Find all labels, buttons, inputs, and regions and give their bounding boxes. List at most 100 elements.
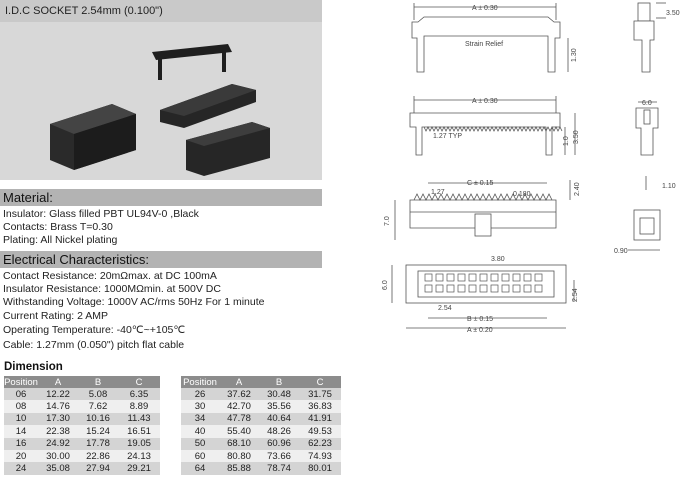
table-cell: 80.80 bbox=[219, 449, 259, 463]
table-cell: 12.22 bbox=[38, 388, 78, 401]
dim-127typ-label: 1.27 TYP bbox=[433, 133, 462, 140]
table-cell: 85.88 bbox=[219, 462, 259, 475]
table-cell: 64 bbox=[181, 462, 219, 475]
table-cell: 36.83 bbox=[299, 400, 341, 413]
electrical-line-cable: Cable: 1.27mm (0.050") pitch flat cable bbox=[3, 339, 185, 351]
table-cell: 20 bbox=[4, 449, 38, 463]
table-cell: 30.48 bbox=[259, 388, 299, 401]
technical-drawing: A ± 0.30 Strain Relief 1.30 3.50 A ± 0.3… bbox=[330, 0, 683, 494]
dim-a-label: A ± 0.30 bbox=[472, 5, 498, 12]
table-cell: 24 bbox=[4, 462, 38, 475]
table-cell: 35.56 bbox=[259, 400, 299, 413]
electrical-line-operating-temperature: Operating Temperature: -40℃~+105℃ bbox=[3, 324, 186, 336]
column-header: C bbox=[118, 376, 160, 388]
column-header: B bbox=[78, 376, 118, 388]
dim-a-label-2: A ± 0.30 bbox=[472, 98, 498, 105]
table-cell: 22.86 bbox=[78, 449, 118, 463]
dim-70-label: 7.0 bbox=[384, 216, 391, 226]
table-cell: 31.75 bbox=[299, 388, 341, 401]
material-heading: Material: bbox=[0, 189, 322, 206]
product-photo bbox=[0, 22, 322, 180]
table-cell: 74.93 bbox=[299, 449, 341, 463]
table-cell: 16 bbox=[4, 437, 38, 450]
page-title: I.D.C SOCKET 2.54mm (0.100") bbox=[0, 0, 322, 22]
table-cell: 78.74 bbox=[259, 462, 299, 475]
material-line-plating: Plating: All Nickel plating bbox=[3, 234, 118, 246]
dim-110-label: 1.10 bbox=[662, 183, 676, 190]
table-cell: 6.35 bbox=[118, 388, 160, 401]
dim-350-label-2: 3.50 bbox=[573, 130, 580, 144]
table-cell: 34 bbox=[181, 412, 219, 426]
connector-drawing: A ± 0.30 Strain Relief 1.30 3.50 A ± 0.3… bbox=[382, 2, 680, 334]
electrical-line-contact-resistance: Contact Resistance: 20mΩmax. at DC 100mA bbox=[3, 270, 217, 282]
table-cell: 27.94 bbox=[78, 462, 118, 475]
table-cell: 22.38 bbox=[38, 425, 78, 438]
dim-254-label-2: 2.54 bbox=[572, 288, 579, 302]
dim-254-label: 2.54 bbox=[438, 305, 452, 312]
table-cell: 60.96 bbox=[259, 437, 299, 450]
table-cell: 62.23 bbox=[299, 437, 341, 450]
table-cell: 17.30 bbox=[38, 412, 78, 426]
table-cell: 50 bbox=[181, 437, 219, 450]
dim-380-label: 3.80 bbox=[491, 256, 505, 263]
strain-relief-label: Strain Relief bbox=[465, 41, 503, 48]
table-cell: 5.08 bbox=[78, 388, 118, 401]
dim-240-label: 2.40 bbox=[574, 182, 581, 196]
table-cell: 49.53 bbox=[299, 425, 341, 438]
table-cell: 26 bbox=[181, 388, 219, 401]
electrical-heading: Electrical Characteristics: bbox=[0, 251, 322, 268]
table-cell: 14 bbox=[4, 425, 38, 438]
table-cell: 40.64 bbox=[259, 412, 299, 426]
table-cell: 7.62 bbox=[78, 400, 118, 413]
table-cell: 40 bbox=[181, 425, 219, 438]
electrical-line-insulator-resistance: Insulator Resistance: 1000MΩmin. at 500V… bbox=[3, 283, 221, 295]
table-cell: 14.76 bbox=[38, 400, 78, 413]
column-header: B bbox=[259, 376, 299, 388]
table-cell: 19.05 bbox=[118, 437, 160, 450]
table-cell: 41.91 bbox=[299, 412, 341, 426]
table-cell: 60 bbox=[181, 449, 219, 463]
table-cell: 24.13 bbox=[118, 449, 160, 463]
table-cell: 17.78 bbox=[78, 437, 118, 450]
dimension-title: Dimension bbox=[4, 361, 63, 373]
dim-b-label: B ± 0.15 bbox=[467, 316, 493, 323]
table-cell: 55.40 bbox=[219, 425, 259, 438]
dim-60-label: 6.0 bbox=[642, 100, 652, 107]
table-cell: 30.00 bbox=[38, 449, 78, 463]
column-header: Position bbox=[181, 376, 219, 388]
dim-127-label: 1.27 bbox=[431, 189, 445, 196]
table-cell: 80.01 bbox=[299, 462, 341, 475]
table-cell: 16.51 bbox=[118, 425, 160, 438]
table-cell: 24.92 bbox=[38, 437, 78, 450]
dim-a2-label: A ± 0.20 bbox=[467, 327, 493, 334]
table-cell: 8.89 bbox=[118, 400, 160, 413]
dim-10-label: 1.0 bbox=[563, 136, 570, 146]
column-header: A bbox=[219, 376, 259, 388]
table-cell: 08 bbox=[4, 400, 38, 413]
dim-130-label: 1.30 bbox=[571, 48, 578, 62]
table-cell: 29.21 bbox=[118, 462, 160, 475]
material-line-insulator: Insulator: Glass filled PBT UL94V-0 ,Bla… bbox=[3, 208, 199, 220]
dim-0180-label: 0.180 bbox=[513, 191, 531, 198]
table-cell: 48.26 bbox=[259, 425, 299, 438]
table-cell: 35.08 bbox=[38, 462, 78, 475]
column-header: Position bbox=[4, 376, 38, 388]
column-header: C bbox=[299, 376, 341, 388]
table-cell: 42.70 bbox=[219, 400, 259, 413]
table-cell: 68.10 bbox=[219, 437, 259, 450]
table-cell: 30 bbox=[181, 400, 219, 413]
